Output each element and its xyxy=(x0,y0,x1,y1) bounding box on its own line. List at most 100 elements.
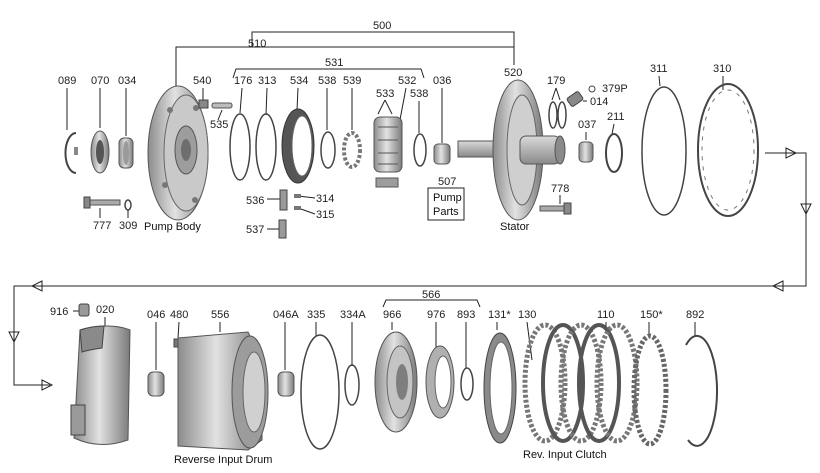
part-538-seal-ring xyxy=(320,131,336,169)
label-130: 130 xyxy=(518,309,536,321)
part-037-bushing xyxy=(578,141,594,163)
part-539-spring xyxy=(342,131,362,169)
label-893: 893 xyxy=(457,309,475,321)
label-966: 966 xyxy=(383,309,401,321)
top-row-pointers xyxy=(66,75,724,230)
part-335-ring xyxy=(300,334,340,450)
label-131: 131* xyxy=(488,309,511,321)
part-036-bushing xyxy=(433,143,451,165)
part-976-spring xyxy=(425,345,455,419)
part-034-bushing xyxy=(118,137,134,169)
part-pump-body xyxy=(147,85,209,221)
label-314: 314 xyxy=(316,193,334,205)
label-520: 520 xyxy=(504,67,522,79)
label-976: 976 xyxy=(427,309,445,321)
part-046a-bushing xyxy=(277,371,295,397)
part-313-o-ring xyxy=(255,113,277,181)
label-037: 037 xyxy=(578,119,596,131)
label-176: 176 xyxy=(234,75,252,87)
caption-pump-parts-2: Parts xyxy=(433,206,459,218)
caption-pump-body: Pump Body xyxy=(144,221,201,233)
part-150-plate xyxy=(631,333,669,447)
part-309-clip xyxy=(124,199,132,211)
part-532-clutch-assembly xyxy=(373,116,403,188)
label-310: 310 xyxy=(713,63,731,75)
label-211: 211 xyxy=(607,111,625,123)
label-892: 892 xyxy=(686,309,704,321)
label-538b: 538 xyxy=(410,88,428,100)
label-034: 034 xyxy=(118,75,136,87)
label-179: 179 xyxy=(547,75,565,87)
bracket-510: 510 xyxy=(248,38,266,50)
caption-reverse-input-drum: Reverse Input Drum xyxy=(174,454,272,466)
part-stator xyxy=(457,79,566,221)
label-566: 566 xyxy=(422,289,440,301)
label-309: 309 xyxy=(119,220,137,232)
part-536-pin xyxy=(279,189,288,211)
bottom-row-pointers xyxy=(73,310,696,370)
caption-rev-input-clutch: Rev. Input Clutch xyxy=(523,449,607,461)
part-535-pin xyxy=(211,102,233,109)
caption-pump-parts-1: Pump xyxy=(433,192,462,204)
label-020: 020 xyxy=(96,304,114,316)
label-150: 150* xyxy=(640,309,663,321)
label-532: 532 xyxy=(398,75,416,87)
label-538a: 538 xyxy=(318,75,336,87)
label-778: 778 xyxy=(551,183,569,195)
label-334a: 334A xyxy=(340,309,366,321)
label-556: 556 xyxy=(211,309,229,321)
part-314-315-springs xyxy=(294,194,301,210)
pump-parts-box: Pump Parts xyxy=(427,187,465,221)
part-916-plug xyxy=(78,303,90,317)
label-536: 536 xyxy=(246,195,264,207)
part-110-130-clutch-pack xyxy=(522,322,640,444)
part-537-pin xyxy=(278,219,287,239)
bracket-531: 531 xyxy=(232,57,425,79)
part-966-piston xyxy=(374,331,418,433)
bottom-row-labels: 916 020 046 480 556 046A 335 334A 966 97… xyxy=(50,304,704,321)
part-310-gasket xyxy=(697,83,759,217)
bracket-500: 500 xyxy=(175,20,515,95)
part-334a-ring xyxy=(344,364,360,406)
label-916: 916 xyxy=(50,306,68,318)
part-777-bolt xyxy=(83,196,121,209)
label-534: 534 xyxy=(290,75,308,87)
label-777: 777 xyxy=(93,220,111,232)
part-778-bolt xyxy=(539,202,572,215)
label-533: 533 xyxy=(376,88,394,100)
part-070-seal xyxy=(90,130,110,174)
label-046a: 046A xyxy=(273,309,299,321)
label-315: 315 xyxy=(316,209,334,221)
flow-connector xyxy=(8,147,812,391)
part-131-plate xyxy=(483,332,517,444)
part-046-bushing xyxy=(147,371,165,397)
top-row-labels: 089 070 034 540 535 176 313 534 538 539 … xyxy=(58,63,731,236)
part-211-ring xyxy=(605,133,623,173)
label-537: 537 xyxy=(246,224,264,236)
part-540-pin xyxy=(198,99,209,109)
label-480: 480 xyxy=(170,309,188,321)
label-379p: 379P xyxy=(602,83,628,95)
label-311: 311 xyxy=(650,63,668,75)
part-179-rings xyxy=(548,101,567,129)
label-089: 089 xyxy=(58,75,76,87)
part-089-snap-ring xyxy=(64,132,78,174)
label-335: 335 xyxy=(307,309,325,321)
part-538b-ring xyxy=(413,133,427,167)
label-539: 539 xyxy=(343,75,361,87)
caption-stator: Stator xyxy=(500,221,530,233)
bracket-566: 566 xyxy=(382,289,481,308)
label-070: 070 xyxy=(91,75,109,87)
label-510: 510 xyxy=(248,38,266,50)
part-892-snap-ring xyxy=(685,334,718,447)
label-110: 110 xyxy=(597,309,615,321)
part-311-o-ring xyxy=(641,86,687,216)
part-893-ring xyxy=(460,367,474,401)
label-313: 313 xyxy=(258,75,276,87)
part-534-ring xyxy=(281,108,315,184)
label-500: 500 xyxy=(373,20,391,32)
label-535: 535 xyxy=(210,119,228,131)
part-379p-014 xyxy=(566,85,596,107)
label-507: 507 xyxy=(438,176,456,188)
